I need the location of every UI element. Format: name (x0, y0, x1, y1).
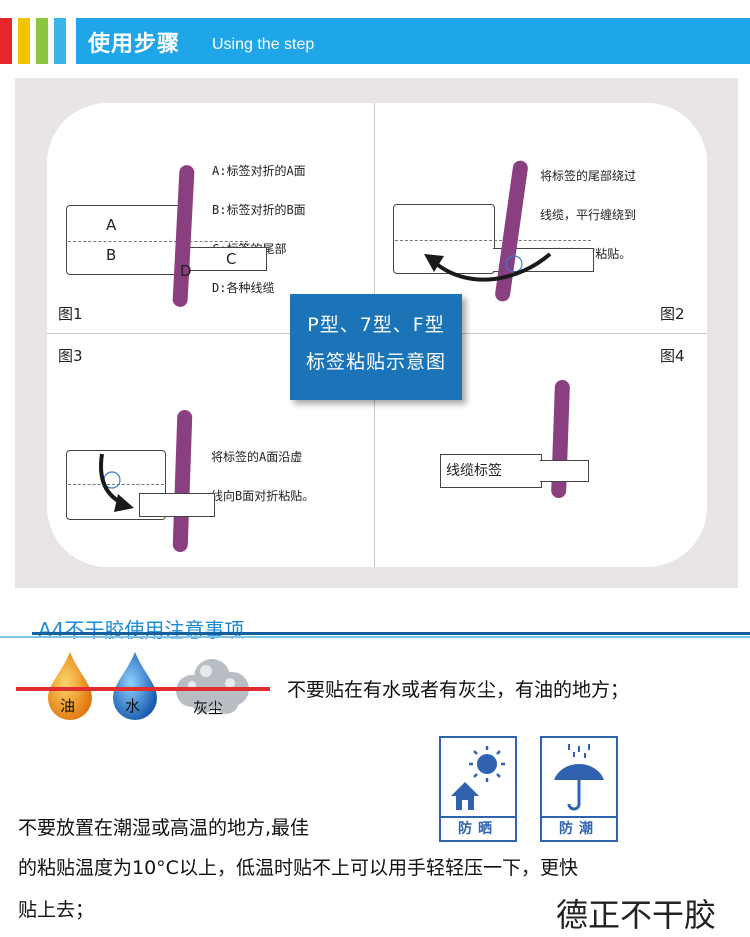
fig2-fold-line (395, 240, 591, 241)
fig1-legend-a: A:标签对折的A面 (212, 164, 306, 178)
fig3-fold-line (68, 484, 164, 485)
fig4-tag-text: 线缆标签 (446, 463, 502, 479)
fig3-caption: 图3 (58, 347, 83, 365)
notes-title: A4不干胶使用注意事项 (38, 618, 245, 642)
fig3-label-tail (139, 493, 215, 517)
fig3-text: 将标签的A面沿虚 线向B面对折粘贴。 (211, 425, 314, 516)
fig2-text-line1: 将标签的尾部绕过 (540, 169, 637, 183)
fig1-letter-b: B (106, 246, 117, 264)
watermark: 德正不干胶 (556, 896, 717, 934)
warning-strike-line (16, 687, 270, 691)
fig1-fold-line (68, 241, 248, 242)
fig3-fold-arrow (99, 453, 134, 512)
fig1-label-body (66, 205, 182, 275)
fig4-label-tail (540, 460, 589, 482)
note-line2: 不要放置在潮湿或高温的地方,最佳 (18, 817, 310, 839)
sun-protection-sign: 防晒 (439, 736, 517, 842)
diagram-callout: P型、7型、F型 标签粘贴示意图 (290, 294, 462, 400)
oil-label: 油 (60, 697, 76, 715)
moisture-protection-caption: 防潮 (542, 816, 616, 840)
page-title: 使用步骤 (88, 32, 181, 57)
fig1-label-tail (180, 247, 267, 271)
dust-label: 灰尘 (193, 699, 224, 717)
notes-rule-light (0, 636, 750, 638)
water-drop-icon (113, 652, 157, 720)
fig1-caption: 图1 (58, 305, 83, 323)
fig2-caption: 图2 (660, 305, 685, 323)
header-stripe-green (36, 18, 48, 64)
header-stripe-red (0, 18, 12, 64)
callout-line2: 标签粘贴示意图 (305, 351, 446, 373)
fig1-legend-b: B:标签对折的B面 (212, 203, 306, 217)
fig1-letter-c: C (226, 250, 237, 268)
fig1-letter-a: A (106, 216, 117, 234)
note-line3: 的粘贴温度为10°C以上，低温时贴不上可以用手轻轻压一下，更快 (18, 857, 578, 879)
note-line4: 贴上去； (18, 899, 95, 921)
fig4-label-flag (440, 454, 542, 488)
moisture-protection-icon (554, 744, 604, 811)
notes-rule-dark (32, 632, 750, 635)
fig2-text-line2: 线缆，平行缠绕到 (540, 208, 637, 222)
dust-cloud-icon (176, 659, 249, 714)
fig4-caption: 图4 (660, 347, 685, 365)
header-stripe-yellow (18, 18, 30, 64)
fig1-letter-d: D (180, 262, 192, 280)
callout-line1: P型、7型、F型 (307, 314, 445, 336)
fig2-wrap-arrow (424, 252, 552, 282)
sun-protection-icon (451, 746, 505, 810)
fig3-text-line1: 将标签的A面沿虚 (211, 450, 303, 464)
sun-protection-caption: 防晒 (441, 816, 515, 840)
header-bar (76, 18, 750, 64)
fig1-legend: A:标签对折的A面 B:标签对折的B面 C:标签的尾部 D:各种线缆 (212, 139, 306, 308)
moisture-protection-sign: 防潮 (540, 736, 618, 842)
oil-drop-icon (48, 652, 92, 720)
water-label: 水 (125, 697, 141, 715)
note-line1: 不要贴在有水或者有灰尘，有油的地方； (287, 679, 630, 701)
fig2-label-body (393, 204, 495, 274)
page-subtitle: Using the step (212, 36, 315, 53)
header-stripe-blue (54, 18, 66, 64)
fig1-legend-d: D:各种线缆 (212, 281, 275, 295)
fig3-text-line2: 线向B面对折粘贴。 (211, 489, 315, 503)
